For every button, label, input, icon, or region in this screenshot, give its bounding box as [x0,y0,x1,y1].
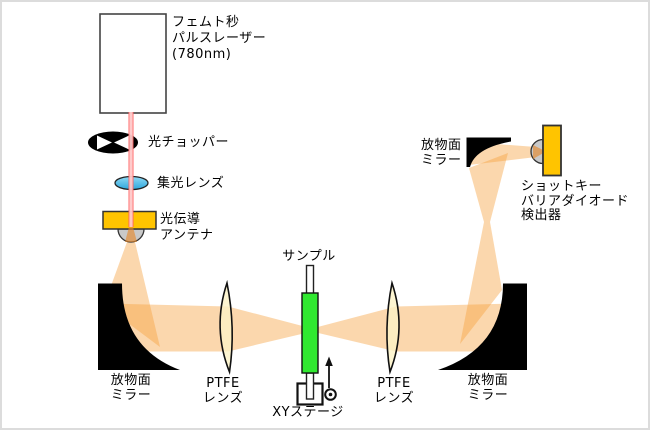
antenna-emission-glow [125,227,137,242]
chopper-icon [88,131,138,154]
laser-label-line1: フェムト秒 [172,15,240,30]
condenser-lens-label: 集光レンズ [157,176,225,191]
beam-up-lower [460,222,502,344]
laser-label-line3: (780nm) [172,47,232,62]
mirror-br-line2: ミラー [467,387,509,403]
sample-rod-top [305,264,315,295]
sample-bar [301,292,319,374]
laser-label: フェムト秒 パルスレーザー (780nm) [172,15,266,63]
laser-label-line2: パルスレーザー [172,31,267,46]
mirror-tr-line2: ミラー [421,153,462,168]
parabolic-mirror-bottom-left [98,283,180,370]
laser-box [99,13,167,114]
detector-label-line2: バリアダイオード [521,193,630,209]
ptfe-lens-left [219,279,234,376]
sample-assembly [296,264,337,406]
ptfe-right-line2: レンズ [373,390,415,406]
beam-cone-from-antenna [104,242,160,347]
detector-body [542,124,562,177]
ptfe-lens-right [386,279,400,376]
mirror-bottom-right-label: 放物面 ミラー [467,373,509,403]
sample-label: サンプル [282,249,336,264]
detector-label-line3: 検出器 [521,208,562,223]
mirror-tr-line1: 放物面 [421,138,462,153]
stage-x-axis-dot [328,392,333,397]
mirror-bl-line1: 放物面 [110,373,152,388]
stage-y-arrowhead [325,356,333,366]
mirror-top-right-label: 放物面 ミラー [421,138,462,168]
mirror-br-line1: 放物面 [467,373,509,388]
laser-beam [128,112,134,227]
chopper-label: 光チョッパー [148,135,230,150]
thz-beam-path [104,142,536,352]
detector-label: ショットキー バリアダイオード 検出器 [521,179,630,224]
beam-diverging-from-sample [312,306,396,352]
mirror-bottom-left-label: 放物面 ミラー [110,373,152,403]
ptfe-left-label: PTFE レンズ [202,376,244,406]
antenna-label-line2: アンテナ [160,228,214,243]
ptfe-left-line1: PTFE [206,376,240,391]
xy-stage-label: XYステージ [272,405,344,420]
beam-focus-tip [533,145,546,159]
antenna-label-line1: 光伝導 [160,212,201,227]
ptfe-right-line1: PTFE [377,376,411,391]
antenna-label: 光伝導 アンテナ [160,212,213,244]
parabolic-mirror-bottom-right [438,283,527,370]
ptfe-left-line2: レンズ [202,390,244,406]
beam-up-upper [469,153,508,222]
parabolic-mirror-top-right [466,137,511,167]
sample-rod-bottom [305,372,315,400]
detector-label-line1: ショットキー [521,179,603,194]
mirror-bl-line2: ミラー [110,387,152,403]
ptfe-right-label: PTFE レンズ [373,376,415,406]
beam-converging-to-sample [228,306,312,352]
